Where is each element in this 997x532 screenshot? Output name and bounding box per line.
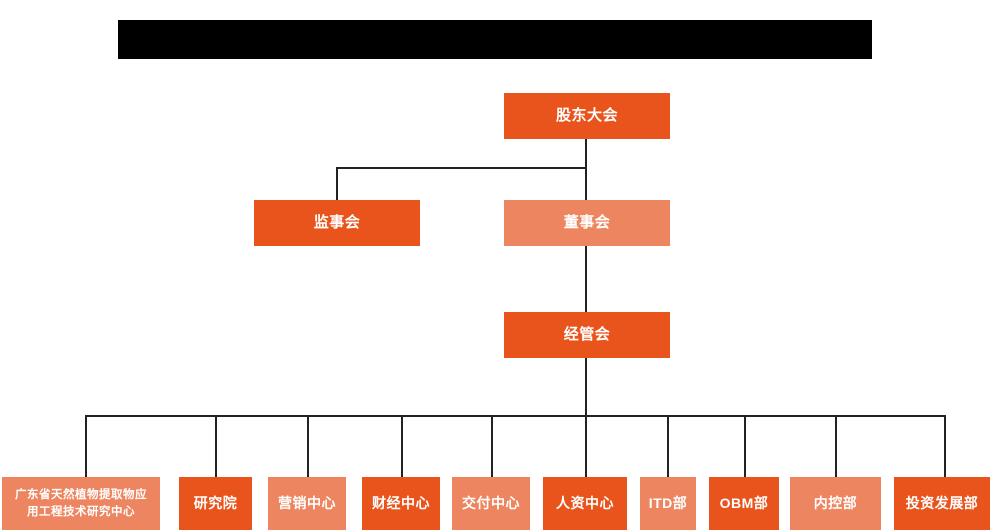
connector-shareholders-bus [336, 167, 586, 169]
connector-drop-dept-9 [835, 415, 837, 477]
connector-to-directors [585, 167, 587, 201]
redacted-title-bar [118, 20, 872, 59]
node-dept-marketing-center[interactable]: 营销中心 [268, 477, 346, 530]
node-dept-internal-control[interactable]: 内控部 [790, 477, 881, 530]
connector-drop-dept-2 [215, 415, 217, 477]
node-dept-1-label-line1: 广东省天然植物提取物应 [15, 488, 147, 501]
connector-drop-dept-6 [585, 415, 587, 477]
node-dept-natural-plant-extract-research-center[interactable]: 广东省天然植物提取物应 用工程技术研究中心 [2, 477, 160, 530]
node-board-of-supervisors[interactable]: 监事会 [254, 200, 420, 246]
node-dept-delivery-center[interactable]: 交付中心 [452, 477, 530, 530]
connector-drop-dept-8 [744, 415, 746, 477]
node-shareholders-meeting[interactable]: 股东大会 [504, 93, 670, 139]
node-dept-1-label-line2: 用工程技术研究中心 [27, 505, 135, 518]
node-dept-research-institute[interactable]: 研究院 [179, 477, 252, 530]
node-dept-investment-development[interactable]: 投资发展部 [894, 477, 990, 530]
node-dept-finance-center[interactable]: 财经中心 [362, 477, 440, 530]
connector-shareholders-down [585, 138, 587, 169]
connector-drop-dept-7 [667, 415, 669, 477]
connector-drop-dept-10 [944, 415, 946, 477]
connector-departments-bus [85, 415, 946, 417]
connector-drop-dept-5 [491, 415, 493, 477]
connector-drop-dept-3 [307, 415, 309, 477]
node-management-committee[interactable]: 经管会 [504, 312, 670, 358]
connector-drop-dept-1 [85, 415, 87, 477]
node-dept-hr-center[interactable]: 人资中心 [543, 477, 627, 530]
connector-directors-to-management [585, 245, 587, 313]
connector-to-supervisors [336, 167, 338, 201]
connector-management-down [585, 357, 587, 416]
connector-drop-dept-4 [401, 415, 403, 477]
node-dept-obm[interactable]: OBM部 [709, 477, 779, 530]
node-dept-itd[interactable]: ITD部 [640, 477, 696, 530]
node-board-of-directors[interactable]: 董事会 [504, 200, 670, 246]
